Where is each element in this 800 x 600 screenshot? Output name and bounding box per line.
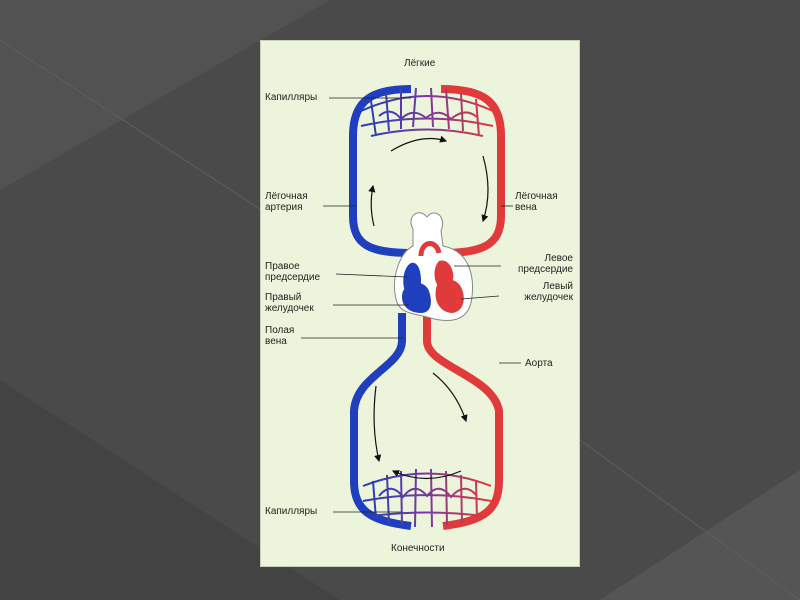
lung-flow-arrow-left — [368, 184, 376, 227]
lung-flow-arrow-right — [481, 155, 489, 223]
heart — [394, 212, 473, 321]
systemic-flow-arrow-bottom — [391, 470, 462, 480]
aorta-vessel — [423, 313, 503, 530]
pulmonary-vein-vessel — [440, 85, 505, 257]
pulmonary-artery-label: Лёгочная артерия — [265, 191, 308, 213]
label-leader-lines — [301, 97, 521, 513]
aorta-label: Аорта — [525, 358, 553, 369]
pulmonary-circulation-loop — [349, 85, 505, 257]
left-ventricle-shape — [435, 279, 464, 313]
right-atrium-label: Правое предсердие — [265, 261, 321, 283]
vena-cava-label: Полая вена — [265, 325, 295, 347]
pulmonary-vein-label: Лёгочная вена — [515, 191, 558, 213]
right-ventricle-shape — [401, 282, 431, 313]
systemic-flow-arrow-left — [373, 385, 382, 463]
limb-capillary-bed — [362, 468, 492, 528]
circulation-diagram — [301, 85, 521, 530]
lungs-label: Лёгкие — [404, 58, 436, 69]
aortic-arch-top — [418, 241, 442, 257]
capillaries-bottom-label: Капилляры — [265, 506, 318, 517]
capillaries-top-label: Капилляры — [265, 92, 318, 103]
right-ventricle-label: Правый желудочек — [265, 292, 314, 314]
lung-capillary-bed — [360, 87, 494, 137]
left-atrium-label: Левое предсердие — [517, 253, 573, 275]
vena-cava-vessel — [350, 313, 412, 530]
limbs-label: Конечности — [391, 543, 445, 554]
systemic-circulation-loop — [350, 313, 503, 530]
systemic-flow-arrow-right — [432, 372, 468, 423]
circulation-diagram-card: Лёгкие Капилляры Лёгочная артерия Лёгочн… — [260, 40, 580, 567]
pulmonary-artery-vessel — [349, 85, 414, 257]
lung-flow-arrow-top — [390, 135, 448, 152]
left-ventricle-label: Левый желудочек — [524, 281, 573, 303]
